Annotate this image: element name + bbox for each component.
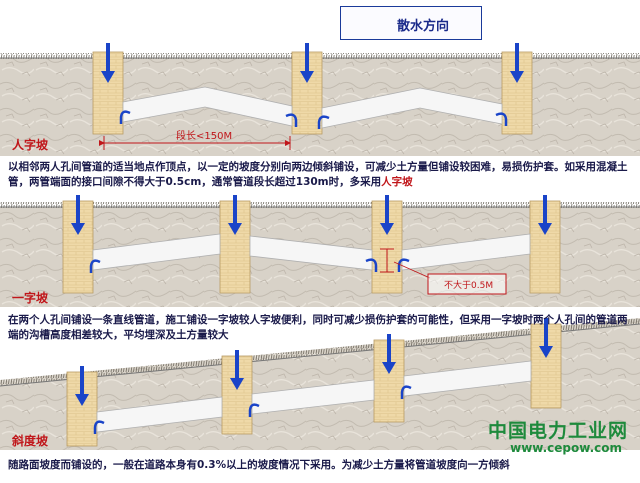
panel-label-gradient: 斜度坡 <box>12 434 49 448</box>
pipe <box>249 235 373 271</box>
dimension-label: 段长<150M <box>176 129 232 142</box>
drain-hook-icon <box>93 385 412 434</box>
grass-edge <box>0 202 640 208</box>
pipe <box>401 233 531 271</box>
note-label: 不大于0.5M <box>444 279 493 291</box>
description-straight: 在两个人孔间铺设一条直线管道，施工铺设一字坡较人字坡便利，同时可减少损伤护套的可… <box>8 314 628 341</box>
watermark-url: www.cepow.com <box>510 441 622 455</box>
pipe <box>321 87 503 129</box>
panel-straight-slope: 不大于0.5M <box>0 195 640 307</box>
panel-gradient-slope <box>0 318 640 450</box>
legend-box: 散水方向 <box>340 6 482 40</box>
description-herringbone: 以相邻两人孔间管道的适当地点作顶点，以一定的坡度分别向两边倾斜铺设，可减少土方量… <box>8 161 628 188</box>
panel-herringbone-slope: 段长<150M <box>0 43 640 156</box>
drain-hook-icon <box>119 110 508 129</box>
drain-hook-icon <box>89 258 410 273</box>
down-arrow-icon <box>101 43 524 83</box>
pipe <box>122 86 293 127</box>
pipe <box>96 396 223 433</box>
note-box <box>427 273 507 295</box>
legend-label: 散水方向 <box>397 19 450 34</box>
description-gradient: 随路面坡度而铺设的，一般在道路本身有0.3%以上的坡度情况下采用。为减少土方量将… <box>8 459 510 471</box>
down-arrow-icon <box>71 195 552 235</box>
down-arrow-icon <box>75 318 553 406</box>
panel-label-herringbone: 人字坡 <box>12 138 49 152</box>
panel-label-straight: 一字坡 <box>12 291 49 305</box>
watermark-name: 中国电力工业网 <box>487 420 628 442</box>
